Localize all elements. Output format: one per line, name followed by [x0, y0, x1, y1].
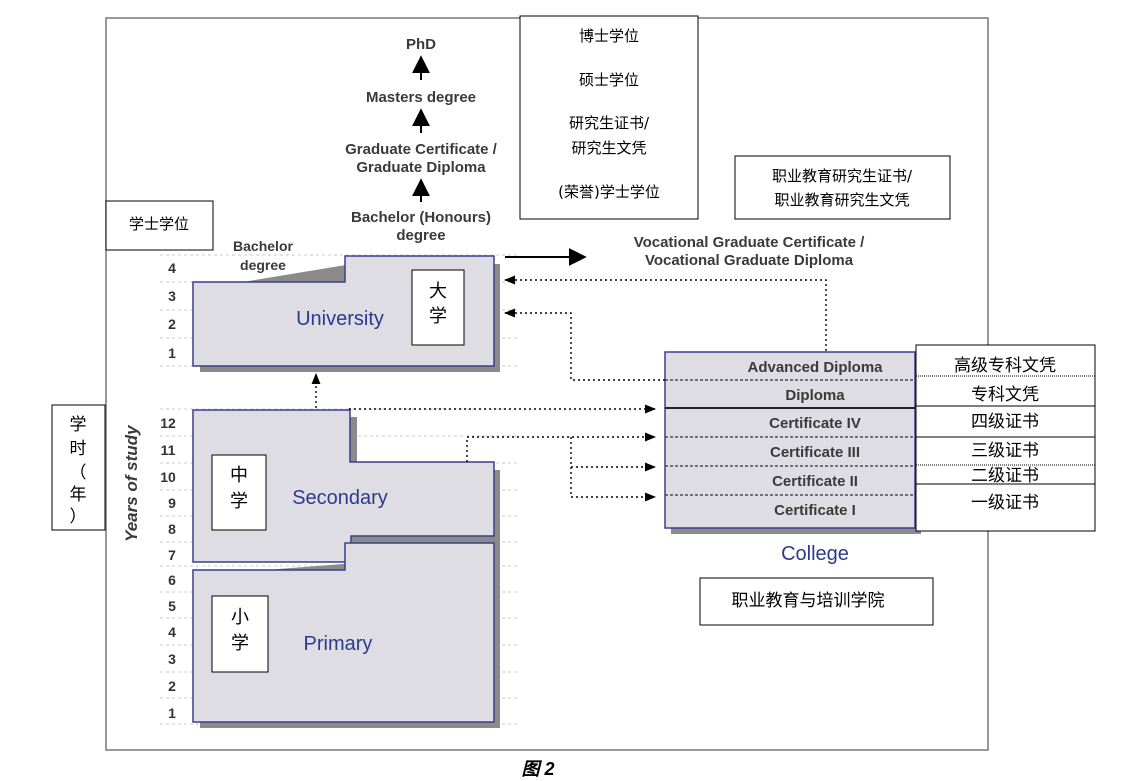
vocational-graduate-diploma-label: Vocational Graduate Diploma: [645, 252, 854, 269]
vocational-graduate-certificate-label: Vocational Graduate Certificate /: [634, 234, 865, 251]
year-numbers-upper: 4 3 2 1: [168, 260, 176, 361]
dotted-connectors: [311, 275, 827, 502]
college-cn: 职业教育与培训学院: [732, 591, 885, 611]
secondary-cn-char: 学: [230, 491, 248, 512]
honours-label: Bachelor (Honours): [351, 209, 491, 226]
university-label: University: [296, 308, 384, 330]
university-cn-char: 大: [429, 281, 447, 302]
year-number: 9: [168, 495, 176, 511]
vocational-cn-line: 职业教育研究生文凭: [774, 191, 909, 209]
year-numbers-lower: 12 11 10 9 8 7 6 5 4 3 2 1: [160, 415, 176, 721]
university-cn-char: 学: [429, 306, 447, 327]
primary-block: Primary: [192, 542, 500, 728]
year-number: 7: [168, 547, 176, 563]
bachelor-cn-box: 学士学位: [105, 200, 214, 251]
primary-cn-char: 学: [231, 633, 249, 654]
years-of-study-label: Years of study: [122, 424, 141, 542]
year-number: 10: [160, 469, 176, 485]
college-level-cn: 一级证书: [971, 493, 1039, 513]
years-cn-char: ）: [70, 507, 87, 527]
graduate-diploma-label: Graduate Diploma: [356, 159, 486, 176]
phd-label: PhD: [406, 36, 436, 53]
college-label: College: [781, 543, 849, 565]
years-cn-char: 学: [70, 415, 87, 435]
secondary-cn-char: 中: [230, 465, 248, 486]
primary-label: Primary: [304, 633, 373, 655]
degree-cn: 博士学位: [579, 27, 639, 45]
figure-caption: 图 2: [521, 759, 554, 779]
year-number: 8: [168, 521, 176, 537]
college-level: Certificate III: [770, 444, 860, 461]
degree-cn: 硕士学位: [579, 71, 639, 89]
year-number: 4: [168, 260, 176, 276]
university-cn-box: 大 学: [411, 269, 465, 346]
college-level: Certificate II: [772, 473, 858, 490]
vocational-cn-box: 职业教育研究生证书/ 职业教育研究生文凭: [734, 155, 951, 220]
years-cn-char: 年: [70, 485, 87, 505]
college-cn-box: 职业教育与培训学院: [699, 577, 934, 626]
college-level: Certificate I: [774, 502, 856, 519]
year-number: 4: [168, 624, 176, 640]
college-level-cn: 二级证书: [971, 466, 1039, 486]
primary-cn-char: 小: [231, 607, 249, 628]
year-number: 2: [168, 678, 176, 694]
college-block: Advanced Diploma Diploma Certificate IV …: [664, 351, 921, 534]
secondary-block: Secondary: [192, 409, 500, 568]
primary-cn-box: 小 学: [211, 595, 269, 673]
years-cn-box: 学 时 （ 年 ）: [51, 404, 106, 531]
year-number: 3: [168, 651, 176, 667]
year-number: 5: [168, 598, 176, 614]
years-cn-char: （: [70, 463, 87, 483]
honours-degree-label: degree: [396, 227, 445, 244]
college-levels-cn-box: 高级专科文凭 专科文凭 四级证书 三级证书 二级证书 一级证书: [915, 344, 1096, 532]
bachelor-degree-label-line2: degree: [240, 257, 286, 273]
pathway-arrows: [412, 55, 587, 266]
secondary-label: Secondary: [292, 487, 388, 509]
bachelor-cn: 学士学位: [129, 215, 189, 233]
college-level-cn: 专科文凭: [971, 385, 1039, 405]
college-level: Advanced Diploma: [747, 359, 883, 376]
college-level-cn: 三级证书: [971, 441, 1039, 461]
bachelor-degree-label: Bachelor: [233, 238, 293, 254]
college-level: Certificate IV: [769, 415, 861, 432]
degree-cn: 研究生证书/: [569, 114, 650, 132]
graduate-certificate-label: Graduate Certificate /: [345, 141, 498, 158]
year-number: 2: [168, 316, 176, 332]
years-cn-char: 时: [70, 439, 87, 459]
year-number: 12: [160, 415, 176, 431]
vocational-cn-line: 职业教育研究生证书/: [772, 167, 913, 185]
degree-cn: (荣誉)学士学位: [558, 183, 660, 201]
degrees-cn-box: 博士学位 硕士学位 研究生证书/ 研究生文凭 (荣誉)学士学位: [519, 15, 699, 220]
year-number: 1: [168, 705, 176, 721]
college-level: Diploma: [785, 387, 845, 404]
year-number: 11: [161, 442, 176, 458]
year-number: 1: [168, 345, 176, 361]
degree-cn: 研究生文凭: [571, 139, 646, 157]
secondary-cn-box: 中 学: [211, 454, 267, 531]
year-number: 6: [168, 572, 176, 588]
college-level-cn: 四级证书: [971, 412, 1039, 432]
college-level-cn: 高级专科文凭: [954, 356, 1056, 376]
year-number: 3: [168, 288, 176, 304]
masters-label: Masters degree: [366, 89, 476, 106]
